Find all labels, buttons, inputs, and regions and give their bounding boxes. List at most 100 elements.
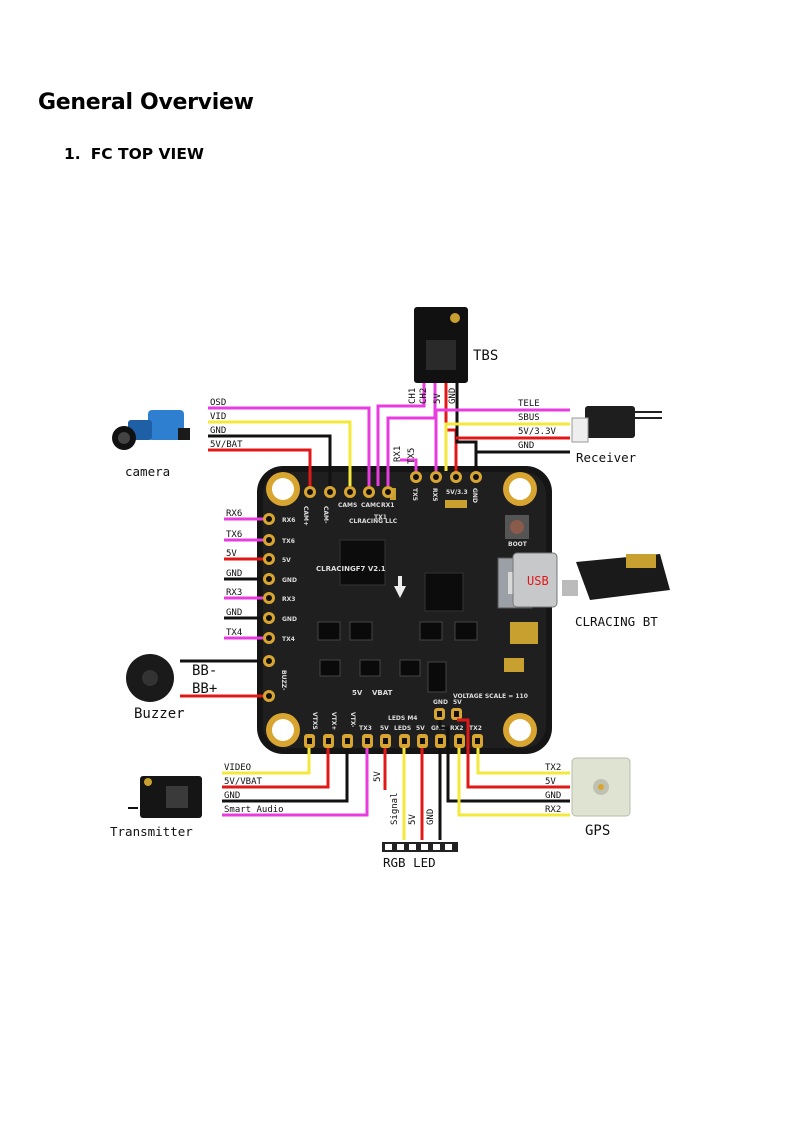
- left-pads: RX6 TX6 5V GND RX3 GND TX4 BUZZ-: [263, 513, 297, 702]
- buzzer-device: Buzzer: [126, 654, 185, 722]
- pad-vtx-plus: VTX+: [330, 712, 337, 730]
- clracing-bt-device: CLRACING BT: [562, 554, 670, 629]
- pad-gnd-gps: GND: [433, 699, 448, 706]
- receiver-label: Receiver: [576, 450, 637, 465]
- section-heading: 1. FC TOP VIEW: [64, 145, 204, 163]
- camera-vid-label: VID: [210, 412, 226, 422]
- pad-5v-bottom-b: 5V: [416, 725, 425, 732]
- receiver-tele-label: TELE: [518, 399, 540, 409]
- camera-osd-label: OSD: [210, 398, 226, 408]
- section-title: FC TOP VIEW: [90, 145, 205, 163]
- usb-label: USB: [527, 574, 549, 588]
- left-wires: RX6 TX6 5V GND RX3 GND TX4: [224, 509, 263, 640]
- transmitter-smart-audio-label: Smart Audio: [224, 805, 284, 815]
- gps-device: GPS: [571, 757, 631, 839]
- wire-rx3-label: RX3: [226, 588, 242, 598]
- document-title: General Overview: [38, 90, 254, 115]
- wire-rx6-label: RX6: [226, 509, 242, 519]
- pad-vtxs: VTXS: [311, 712, 318, 730]
- camera-vbat-label: 5V/BAT: [210, 440, 243, 450]
- receiver-gnd-label: GND: [518, 441, 534, 451]
- board-voltage-scale: VOLTAGE SCALE = 110: [453, 693, 528, 700]
- usb-port: USB: [512, 552, 558, 608]
- led-wires: Signal 5V GND: [390, 748, 442, 840]
- pad-gnd-bottom: GND: [431, 725, 446, 732]
- tbs-rx1-label: RX1: [393, 446, 403, 462]
- tbs-device: TBS: [414, 307, 498, 383]
- pad-vtx-minus: VTX-: [349, 712, 356, 728]
- wire-5v-label: 5V: [226, 549, 237, 559]
- led-gnd-label: GND: [426, 809, 436, 825]
- pad-leds: LEDS: [394, 725, 411, 732]
- wire-gnd1-label: GND: [226, 569, 242, 579]
- pad-tx5: TX5: [411, 488, 418, 501]
- board-model: CLRACINGF7 V2.1: [316, 565, 386, 573]
- buzzer-label: Buzzer: [134, 706, 185, 722]
- gps-5v-label: 5V: [545, 777, 556, 787]
- rgb-led-label: RGB LED: [383, 855, 436, 870]
- pad-5v-bottom-a: 5V: [380, 725, 389, 732]
- led-5v-label: 5V: [408, 814, 418, 825]
- pad-5v-gps: 5V: [453, 699, 462, 706]
- wire-gnd2-label: GND: [226, 608, 242, 618]
- receiver-sbus-label: SBUS: [518, 413, 540, 423]
- led-signal-label: Signal: [390, 792, 400, 825]
- pad-tx3: TX3: [359, 725, 372, 732]
- gps-tx2-label: TX2: [545, 763, 561, 773]
- wire-tx4-label: TX4: [226, 628, 242, 638]
- pad-rx6: RX6: [282, 517, 295, 524]
- buzzer-bb-plus-label: BB+: [192, 681, 217, 697]
- tbs-gnd-label: GND: [448, 388, 458, 404]
- tbs-label: TBS: [473, 348, 498, 364]
- board-vbat-pad-label: VBAT: [372, 689, 393, 697]
- pad-rx3: RX3: [282, 596, 295, 603]
- transmitter-gnd-label: GND: [224, 791, 240, 801]
- tbs-wires: CH1 CH2 5V GND TX5 RX1: [376, 383, 478, 486]
- pad-5v-left: 5V: [282, 557, 291, 564]
- pad-gnd-left-2: GND: [282, 616, 297, 623]
- pad-cam-plus: CAM+: [302, 506, 309, 526]
- pad-tx1: TX1: [374, 514, 387, 521]
- pad-cams: CAMS: [338, 502, 357, 509]
- pad-cam-minus: CAM-: [322, 506, 329, 524]
- pad-camc: CAMC: [361, 502, 381, 509]
- pad-tx4: TX4: [282, 636, 295, 643]
- pad-tx6: TX6: [282, 538, 295, 545]
- tbs-ch1-label: CH1: [408, 388, 418, 404]
- transmitter-vbat-label: 5V/VBAT: [224, 777, 263, 787]
- gps-label: GPS: [585, 823, 610, 839]
- transmitter-video-label: VIDEO: [224, 763, 251, 773]
- receiver-3v3-label: 5V/3.3V: [518, 427, 557, 437]
- bottom-pads: VTXS VTX+ VTX- TX3 5V LEDS 5V GND RX2 TX…: [304, 699, 483, 748]
- receiver-wires: TELE SBUS 5V/3.3V GND: [434, 399, 570, 471]
- pad-tx2: TX2: [469, 725, 482, 732]
- receiver-device: Receiver: [571, 406, 662, 465]
- top-pads: CAM+ CAM- CAMS CAMC RX1 TX1 TX5 RX5 5V/3…: [302, 471, 482, 526]
- rgb-led-device: RGB LED: [382, 842, 458, 870]
- pad-rx2: RX2: [450, 725, 463, 732]
- transmitter-wires: VIDEO 5V/VBAT GND Smart Audio 5V: [222, 748, 387, 817]
- pad-rx5: RX5: [431, 488, 438, 501]
- camera-gnd-label: GND: [210, 426, 226, 436]
- board-leds-m4-label: LEDS M4: [388, 715, 417, 722]
- gps-wires: TX2 5V GND RX2: [438, 718, 570, 817]
- transmitter-device: Transmitter: [110, 776, 202, 839]
- buzzer-bb-minus-label: BB-: [192, 663, 217, 679]
- buzzer-wires: BB- BB+: [180, 659, 263, 698]
- camera-device: camera: [112, 410, 190, 479]
- section-number: 1.: [64, 145, 81, 163]
- camera-label: camera: [125, 464, 170, 479]
- wire-tx6-label: TX6: [226, 530, 242, 540]
- pad-5v-3v3: 5V/3.3: [446, 489, 468, 496]
- pad-gnd-top: GND: [471, 488, 478, 503]
- transmitter-5v-label: 5V: [373, 771, 383, 782]
- board-brand: CLRACING LLC: [349, 518, 398, 525]
- gps-gnd-label: GND: [545, 791, 561, 801]
- flight-controller-board: CLRACING LLC CLRACINGF7 V2.1 VOLTAGE SCA…: [257, 466, 552, 754]
- clracing-bt-label: CLRACING BT: [575, 614, 658, 629]
- pad-rx1: RX1: [381, 502, 394, 509]
- gps-rx2-label: RX2: [545, 805, 561, 815]
- camera-wires: OSD VID GND 5V/BAT: [208, 398, 371, 486]
- pad-gnd-left-1: GND: [282, 577, 297, 584]
